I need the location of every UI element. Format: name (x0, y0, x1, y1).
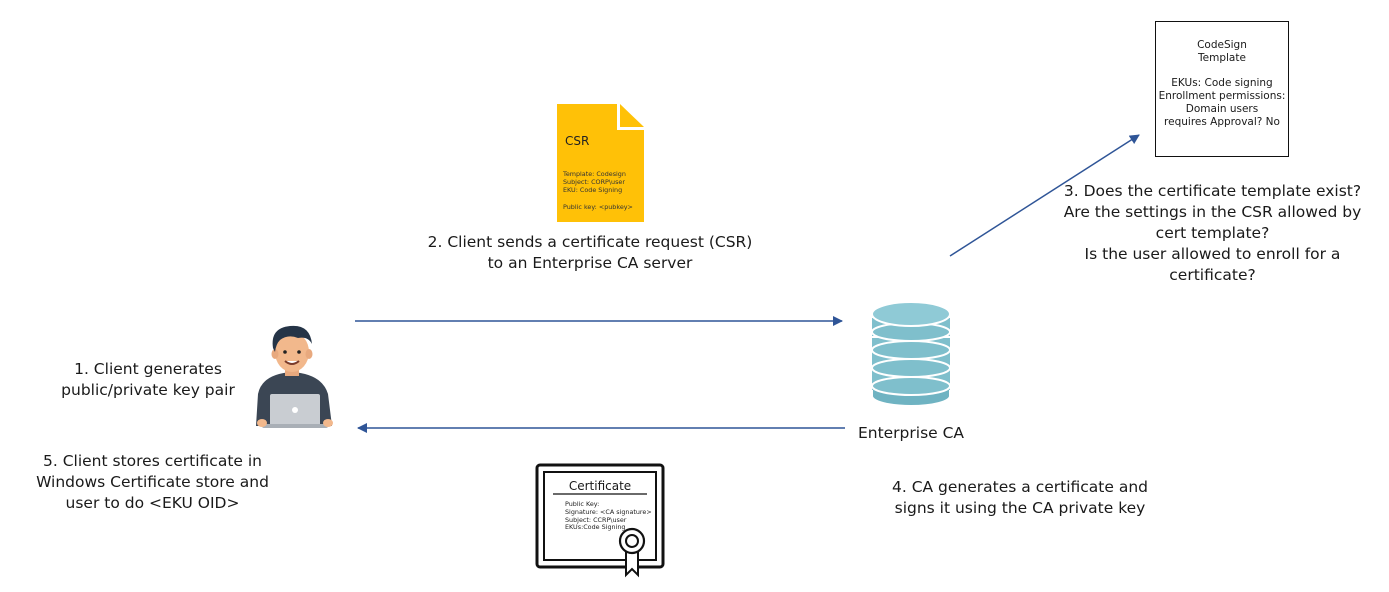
step4-line2: signs it using the CA private key (894, 499, 1146, 517)
step4-label: 4. CA generates a certificate and signs … (880, 477, 1160, 519)
step1-line1: 1. Client generates (74, 360, 222, 378)
step5-line2: Windows Certificate store and (36, 473, 269, 491)
arrow-ca-to-template (949, 134, 1140, 257)
step1-label: 1. Client generates public/private key p… (58, 359, 238, 401)
csr-pubkey: Public key: <pubkey> (563, 202, 633, 211)
step3-line5: certificate? (1169, 266, 1256, 284)
certificate-frame (535, 463, 665, 578)
certificate-title: Certificate (568, 479, 632, 493)
client-user-icon (256, 325, 333, 428)
template-title-line1: CodeSign (1197, 39, 1247, 51)
enterprise-ca-label: Enterprise CA (857, 424, 965, 442)
step5-line1: 5. Client stores certificate in (43, 452, 262, 470)
certificate-signature: Signature: <CA signature> (565, 507, 652, 516)
template-title-line2: Template (1198, 52, 1246, 64)
step2-line1: 2. Client sends a certificate request (C… (427, 233, 753, 251)
certificate-fields: Public Key: Signature: <CA signature> Su… (565, 500, 652, 532)
step3-line3: cert template? (1155, 224, 1270, 242)
step3-line4: Is the user allowed to enroll for a (1084, 245, 1341, 263)
certificate-subject: Subject: CCRP\user (565, 515, 627, 524)
template-requires-approval: requires Approval? No (1164, 116, 1280, 128)
csr-subject: Subject: CORP\user (563, 178, 625, 187)
csr-document-shape (557, 104, 644, 222)
codesign-template-box: CodeSign Template EKUs: Code signing Enr… (1155, 21, 1289, 157)
certificate-ekus: EKUs:Code Signing (565, 523, 626, 532)
step2-label: 2. Client sends a certificate request (C… (420, 232, 760, 274)
csr-document: CSR Template: Codesign Subject: CORP\use… (557, 104, 644, 222)
template-ekus: EKUs: Code signing (1171, 77, 1273, 89)
csr-fields: Template: Codesign Subject: CORP\user EK… (563, 170, 633, 211)
step5-line3: user to do <EKU OID> (65, 494, 240, 512)
step3-label: 3. Does the certificate template exist? … (1060, 181, 1365, 286)
step3-line2: Are the settings in the CSR allowed by (1063, 203, 1362, 221)
step3-line1: 3. Does the certificate template exist? (1063, 182, 1362, 200)
enterprise-ca-database-icon (871, 301, 951, 407)
csr-title: CSR (565, 134, 590, 148)
step5-label: 5. Client stores certificate in Windows … (30, 451, 275, 514)
step2-line2: to an Enterprise CA server (487, 254, 693, 272)
certificate-document: Certificate Public Key: Signature: <CA s… (535, 463, 665, 578)
csr-eku: EKU: Code Signing (563, 186, 623, 195)
template-enrollment-permissions: Enrollment permissions: (1158, 90, 1286, 102)
csr-template: Template: Codesign (563, 170, 626, 178)
template-domain-users: Domain users (1185, 103, 1259, 115)
certificate-public-key: Public Key: (565, 500, 600, 508)
step1-line2: public/private key pair (61, 381, 235, 399)
step4-line1: 4. CA generates a certificate and (891, 478, 1148, 496)
